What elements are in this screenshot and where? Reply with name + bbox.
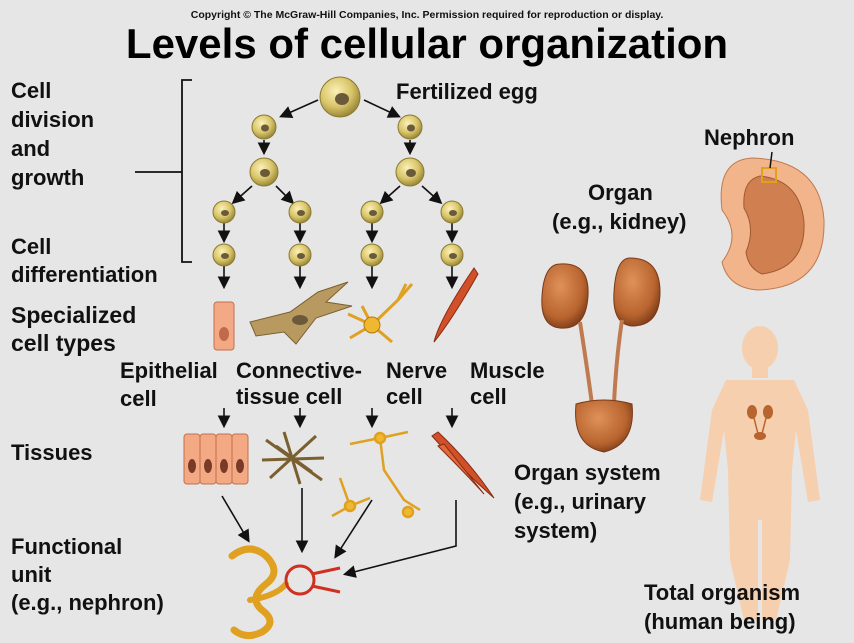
epithelial-tissue-image bbox=[183, 433, 249, 485]
label-nephron: Nephron bbox=[704, 125, 795, 150]
label-nerve-1: Nerve bbox=[386, 358, 448, 383]
stage-bracket bbox=[135, 79, 192, 263]
nephron-functional-unit-image bbox=[228, 545, 341, 639]
label-functional-1: Functional bbox=[11, 534, 123, 559]
label-cell-differentiation-2: differentiation bbox=[11, 262, 158, 287]
label-muscle-1: Muscle bbox=[470, 358, 545, 383]
kidney-organ-image bbox=[720, 151, 825, 291]
division-arrows bbox=[217, 99, 459, 429]
label-organ-system-3: system) bbox=[514, 518, 598, 543]
label-epithelial-2: cell bbox=[120, 386, 157, 411]
label-total-organism-2: (human being) bbox=[644, 609, 796, 634]
tissue-to-unit-arrows bbox=[221, 488, 457, 578]
label-tissues: Tissues bbox=[11, 440, 93, 465]
copyright-notice: Copyright © The McGraw-Hill Companies, I… bbox=[190, 9, 664, 21]
label-cell-differentiation-1: Cell bbox=[11, 234, 52, 259]
nerve-cell-image bbox=[347, 283, 414, 344]
label-connective-1: Connective- bbox=[236, 358, 362, 383]
label-cell-division-3: and bbox=[11, 136, 51, 161]
label-connective-2: tissue cell bbox=[236, 384, 343, 409]
muscle-cell-image bbox=[433, 267, 479, 343]
epithelial-cell-image bbox=[213, 301, 235, 351]
connective-tissue-image bbox=[261, 431, 325, 485]
label-total-organism-1: Total organism bbox=[644, 580, 801, 605]
urinary-system-image bbox=[541, 257, 661, 453]
label-functional-2: unit bbox=[11, 562, 52, 587]
label-organ-1: Organ bbox=[588, 180, 653, 205]
label-functional-3: (e.g., nephron) bbox=[11, 590, 164, 615]
label-fertilized-egg: Fertilized egg bbox=[396, 79, 538, 104]
label-specialized-2: cell types bbox=[11, 330, 116, 356]
label-cell-division-1: Cell bbox=[11, 78, 52, 103]
page-title: Levels of cellular organization bbox=[125, 20, 729, 67]
fertilized-egg-cell bbox=[319, 76, 361, 118]
label-nerve-2: cell bbox=[386, 384, 423, 409]
label-organ-system-1: Organ system bbox=[514, 460, 661, 485]
label-organ-2: (e.g., kidney) bbox=[552, 209, 687, 234]
dividing-cells bbox=[212, 114, 464, 267]
label-epithelial-1: Epithelial bbox=[120, 358, 218, 383]
muscle-tissue-image bbox=[431, 431, 495, 499]
connective-tissue-cell-image bbox=[249, 281, 353, 345]
label-organ-system-2: (e.g., urinary bbox=[514, 489, 647, 514]
nervous-tissue-image bbox=[331, 430, 421, 519]
label-muscle-2: cell bbox=[470, 384, 507, 409]
human-body-image bbox=[700, 326, 820, 620]
label-cell-division-4: growth bbox=[11, 165, 85, 190]
label-cell-division-2: division bbox=[11, 107, 95, 132]
label-specialized-1: Specialized bbox=[11, 302, 137, 328]
